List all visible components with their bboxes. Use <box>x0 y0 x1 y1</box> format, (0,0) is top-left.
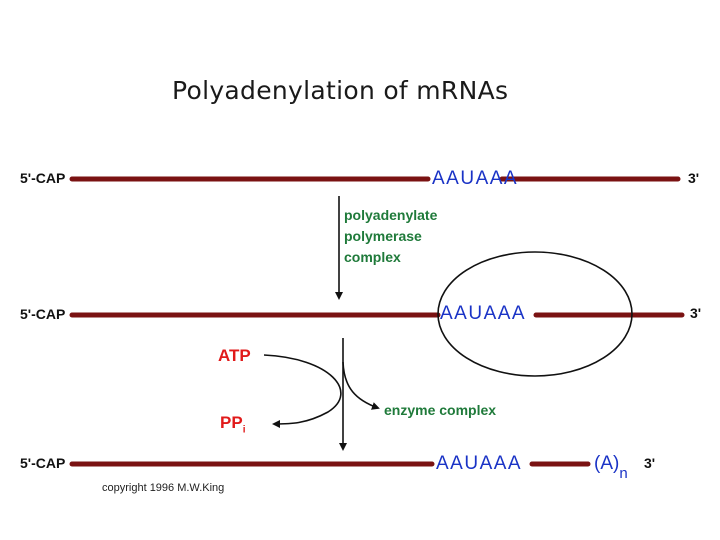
enzyme-complex-label: enzyme complex <box>384 402 497 418</box>
ppi-label: PPi <box>220 413 245 435</box>
strand-2-five-prime-label: 5'-CAP <box>20 306 66 322</box>
strand-1-signal-sequence: AAUAAA <box>432 168 519 189</box>
copyright-text: copyright 1996 M.W.King <box>102 482 225 494</box>
strand-1-three-prime-label: 3' <box>688 170 700 186</box>
enzyme-complex-ellipse <box>437 251 633 377</box>
poly-a-tail-subscript: n <box>619 464 628 482</box>
polymerase-label-line-3: complex <box>344 249 401 265</box>
poly-a-tail-text: (A) <box>594 453 620 474</box>
poly-a-tail-label: (A)n <box>594 453 628 482</box>
polymerase-label: polyadenylate polymerase complex <box>344 205 437 268</box>
atp-to-ppi-curve <box>263 354 342 428</box>
strand-2-signal-sequence: AAUAAA <box>440 303 527 324</box>
polymerase-label-line-1: polyadenylate <box>344 207 438 223</box>
strand-3-signal-sequence: AAUAAA <box>436 453 523 474</box>
enzyme-complex-curve <box>342 361 380 410</box>
strand-2-three-prime-label: 3' <box>690 305 702 321</box>
strand-3-three-prime-label: 3' <box>644 455 656 471</box>
ppi-label-text: PP <box>220 413 243 432</box>
polymerase-label-line-2: polymerase <box>344 228 422 244</box>
strand-3-five-prime-label: 5'-CAP <box>20 455 66 471</box>
atp-label: ATP <box>218 346 251 365</box>
strand-1-five-prime-label: 5'-CAP <box>20 170 66 186</box>
diagram-title: Polyadenylation of mRNAs <box>172 76 509 105</box>
ppi-label-subscript: i <box>242 424 246 436</box>
